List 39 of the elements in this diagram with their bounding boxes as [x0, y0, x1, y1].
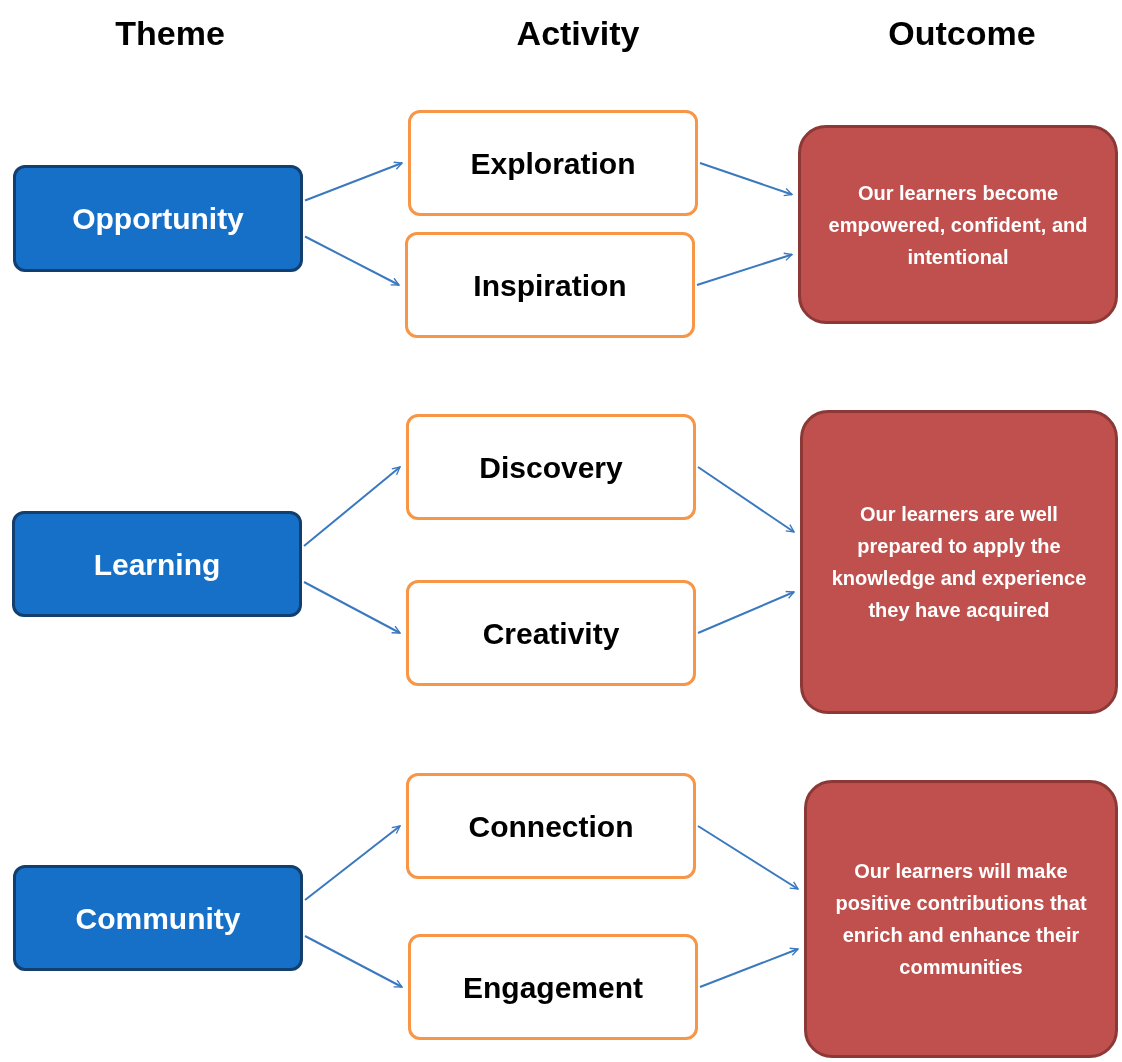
node-text: Our learners will make positive contributions that enrich and enhance their communities	[834, 859, 1088, 980]
node-text: Engagement	[463, 969, 643, 1006]
theme-box	[13, 165, 303, 272]
arrow	[304, 161, 403, 202]
node-text: Inspiration	[473, 267, 627, 304]
arrow	[697, 466, 795, 533]
activity-box	[408, 934, 698, 1040]
arrow	[304, 935, 403, 988]
activity-box	[408, 110, 698, 216]
node-text: Connection	[468, 808, 634, 845]
activity-box	[406, 414, 696, 520]
column-heading: Activity	[516, 13, 640, 54]
node-text: Discovery	[479, 449, 623, 486]
arrow	[303, 581, 401, 634]
theme-box	[13, 865, 303, 971]
node-text: Our learners are well prepared to apply the knowledge and experience they have acquired	[830, 502, 1088, 623]
node-text: Community	[75, 900, 241, 937]
node-text: Opportunity	[72, 201, 244, 237]
arrow	[303, 466, 401, 547]
node-text: Our learners become empowered, confident, and intentional	[827, 180, 1089, 270]
arrow	[699, 162, 793, 197]
outcome-box	[804, 780, 1118, 1058]
arrow	[697, 825, 799, 890]
node-text: Learning	[93, 546, 221, 583]
activity-box	[406, 773, 696, 879]
outcome-box	[800, 410, 1118, 714]
column-heading: Outcome	[888, 13, 1036, 54]
arrow	[696, 252, 793, 286]
node-text: Creativity	[482, 615, 620, 652]
arrow	[697, 590, 795, 634]
activity-box	[406, 580, 696, 686]
node-text: Exploration	[470, 145, 636, 182]
outcome-box	[798, 125, 1118, 324]
column-heading: Theme	[115, 13, 225, 54]
arrow	[699, 947, 799, 988]
arrow	[304, 825, 401, 901]
theme-box	[12, 511, 302, 617]
activity-box	[405, 232, 695, 338]
arrow	[304, 235, 400, 286]
